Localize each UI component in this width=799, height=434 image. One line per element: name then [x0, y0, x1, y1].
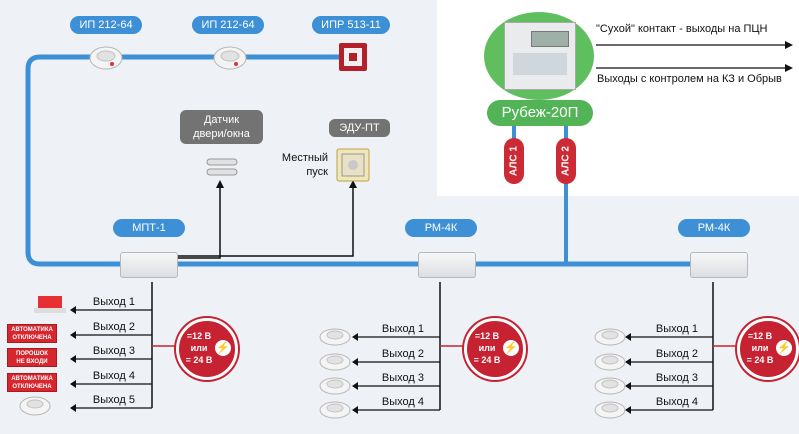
rm1-output-4-label: Выход 4 [381, 396, 424, 408]
voltage-badge-rm2: =12 В или = 24 В ⚡ [737, 318, 799, 380]
door-sensor-label: Датчик двери/окна [180, 110, 263, 144]
rm-4k-label-2: РМ-4К [678, 219, 750, 237]
mpt-output-4-label: Выход 4 [92, 370, 135, 382]
rm1-output-4-arrow [352, 406, 358, 414]
controlled-outputs-legend: Выходы с контролем на КЗ и Обрыв [597, 73, 782, 85]
rm2-smoke-detector-icon [594, 328, 626, 346]
rm2-output-1-arrow [625, 333, 631, 341]
lightning-icon: ⚡ [215, 340, 231, 356]
controller-label: Рубеж-20П [487, 100, 593, 126]
mpt-output-4-arrow [70, 380, 76, 388]
manual-start-icon [336, 148, 370, 182]
smoke-detector-icon [89, 46, 123, 70]
edu-label: ЭДУ-ПТ [329, 119, 390, 137]
rm1-output-2-label: Выход 2 [381, 348, 424, 360]
rm-4k-module-2 [690, 252, 748, 278]
manual-call-point-icon [339, 43, 367, 71]
mpt-output-2-label: Выход 2 [92, 321, 135, 333]
rm2-smoke-detector-icon [594, 353, 626, 371]
mpt-output-2-arrow [70, 331, 76, 339]
rm2-output-4-arrow [625, 406, 631, 414]
rm-4k-label-1: РМ-4К [405, 219, 477, 237]
controller-box [504, 22, 576, 90]
rm2-output-4-label: Выход 4 [655, 396, 698, 408]
mpt-output-5-arrow [70, 404, 76, 412]
mpt-output-1-arrow [70, 306, 76, 314]
rm1-output-3-label: Выход 3 [381, 372, 424, 384]
lightning-icon: ⚡ [503, 340, 519, 356]
rm1-output-1-arrow [352, 333, 358, 341]
lightning-icon: ⚡ [776, 340, 792, 356]
rm2-smoke-detector-icon [594, 401, 626, 419]
als2-badge: АЛС 2 [556, 138, 576, 184]
dry-contact-legend: "Сухой" контакт - выходы на ПЦН [596, 23, 768, 35]
mpt-output-3-label: Выход 3 [92, 345, 135, 357]
rm1-smoke-detector-icon [319, 328, 351, 346]
ipr-513-11-label: ИПР 513-11 [312, 16, 390, 34]
als1-badge: АЛС 1 [504, 138, 524, 184]
door-sensor-wire [160, 186, 221, 259]
siren-icon [34, 296, 66, 313]
mpt-output-3-arrow [70, 355, 76, 363]
rm2-output-1-label: Выход 1 [655, 323, 698, 335]
voltage-badge-mpt: =12 В или = 24 В ⚡ [176, 318, 238, 380]
smoke-detector-icon [19, 396, 51, 416]
rm2-smoke-detector-icon [594, 377, 626, 395]
rm1-smoke-detector-icon [319, 377, 351, 395]
mpt-1-module [120, 252, 178, 278]
rm2-output-2-label: Выход 2 [655, 348, 698, 360]
mpt-output-1-label: Выход 1 [92, 296, 135, 308]
rm1-smoke-detector-icon [319, 353, 351, 371]
smoke-detector-icon [213, 46, 247, 70]
mpt-1-label: МПТ-1 [113, 219, 185, 237]
rm1-output-2-arrow [352, 358, 358, 366]
rm1-smoke-detector-icon [319, 401, 351, 419]
rm1-output-3-arrow [352, 382, 358, 390]
ip-212-64-label-1: ИП 212-64 [70, 16, 142, 34]
sign-powder: ПОРОШОК НЕ ВХОДИ [7, 348, 57, 367]
voltage-badge-rm1: =12 В или = 24 В ⚡ [464, 318, 526, 380]
edu-wire [176, 186, 354, 257]
alarm-loop-wire [25, 54, 135, 267]
rm2-output-3-label: Выход 3 [655, 372, 698, 384]
sign-automatic-off-2: АВТОМАТИКА ОТКЛЮЧЕНА [7, 373, 57, 392]
rm1-output-1-label: Выход 1 [381, 323, 424, 335]
mpt-output-5-label: Выход 5 [92, 394, 135, 406]
rm-4k-module-1 [418, 252, 476, 278]
rm2-output-2-arrow [625, 358, 631, 366]
ip-212-64-label-2: ИП 212-64 [192, 16, 264, 34]
local-start-label: Местный пуск [281, 152, 328, 178]
sign-automatic-off-1: АВТОМАТИКА ОТКЛЮЧЕНА [7, 324, 57, 343]
door-sensor-icon [206, 158, 238, 176]
rm2-output-3-arrow [625, 382, 631, 390]
